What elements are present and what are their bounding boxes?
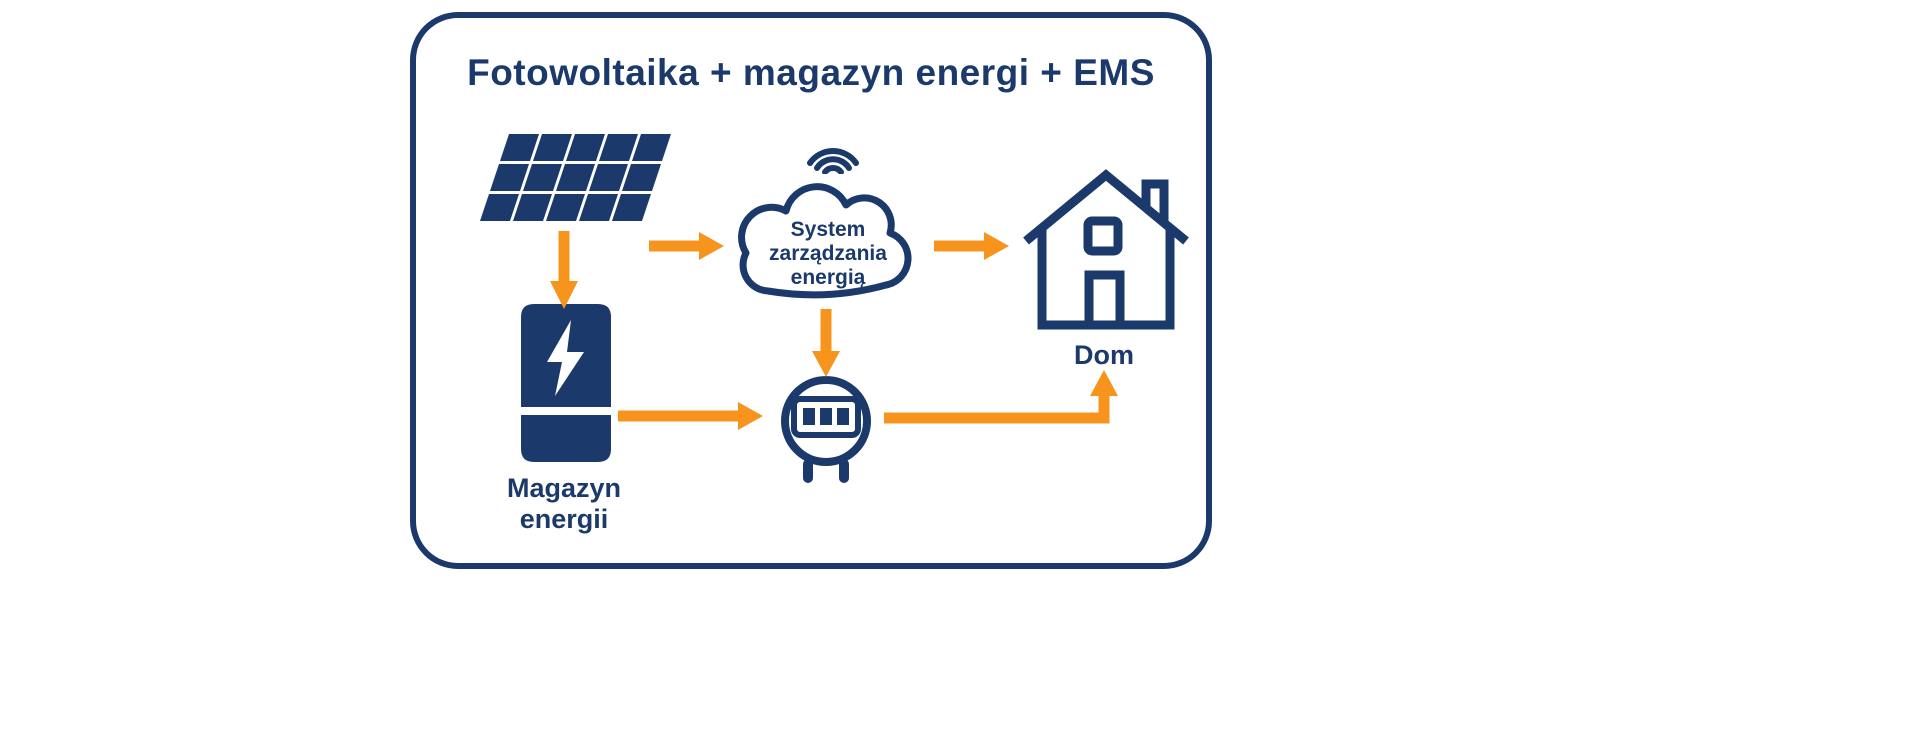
diagram-card: Fotowoltaika + magazyn energi + EMS Syst… — [410, 12, 1212, 569]
ems-label-line3: energią — [790, 266, 866, 289]
wifi-icon — [807, 148, 859, 174]
battery-label: Magazyn energii — [484, 473, 644, 535]
battery-storage-icon — [521, 304, 611, 462]
arrow-meter-to-house — [884, 370, 1118, 424]
arrow-battery-to-meter — [618, 402, 763, 430]
diagram-title: Fotowoltaika + magazyn energi + EMS — [467, 52, 1155, 93]
cloud-icon — [738, 183, 912, 299]
battery-label-line1: Magazyn — [506, 473, 622, 503]
ems-label-line1: System — [790, 218, 866, 241]
ems-label-line2: zarządzania — [769, 242, 887, 265]
ems-label: System zarządzania energią — [738, 218, 918, 290]
house-icon — [1023, 169, 1189, 330]
arrow-solar-panel-to-battery — [550, 231, 578, 309]
arrow-solar-panel-to-ems — [649, 232, 724, 260]
arrow-ems-to-meter — [812, 309, 840, 377]
energy-meter-icon — [781, 376, 871, 483]
arrow-ems-to-house — [934, 232, 1009, 260]
solar-panel-icon — [480, 134, 671, 221]
house-label: Dom — [1074, 340, 1134, 370]
battery-label-line2: energii — [519, 504, 609, 534]
